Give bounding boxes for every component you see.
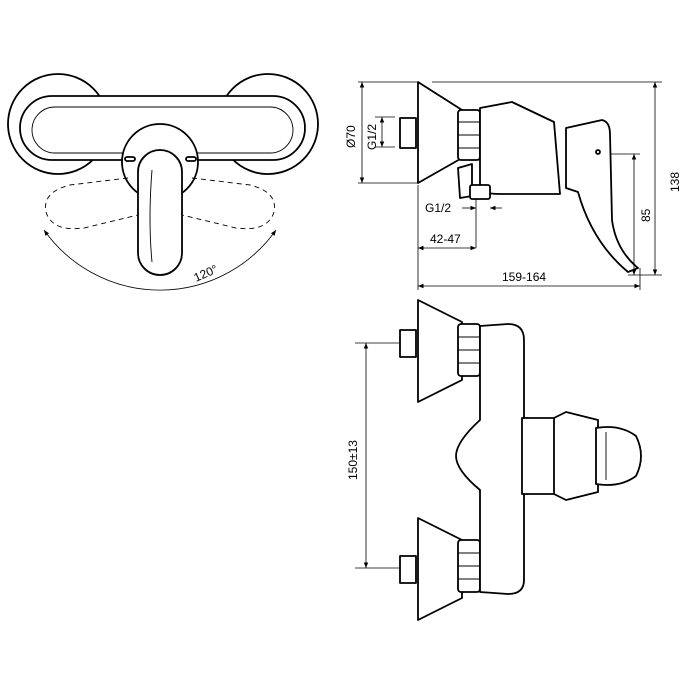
rotation-arc [43,229,277,291]
lever-side [565,119,639,273]
cold-mark [124,156,136,162]
upper-inlet-connector [399,329,417,358]
lower-rosette-cone [417,517,463,621]
outlet-thread [469,184,491,200]
lever-right-position [181,177,275,230]
side-view: Ø70 G1/2 G1/2 42-47 159-164 138 85 [344,81,682,290]
mixer-body-front [455,323,525,595]
lever-left-position [45,177,139,230]
lever-height-label: 85 [639,208,653,222]
depth-label: 159-164 [502,270,546,284]
diameter-label: Ø70 [344,125,358,148]
front-view: 150±13 [346,299,642,621]
spacing-label: 150±13 [346,440,360,480]
rosette-cone [417,81,463,184]
upper-rosette-cone [417,299,463,403]
offset-label: 42-47 [430,232,461,246]
top-view: 120° [7,73,319,291]
lever-front [595,426,642,486]
lever-pivot [595,149,601,155]
lever-shine [149,169,153,263]
thread-bottom-label: G1/2 [425,201,451,215]
rotation-angle-label: 120° [192,262,221,285]
thread-top-label: G1/2 [365,124,379,150]
lever-base [553,411,599,501]
hot-mark [185,156,197,162]
height-label: 138 [668,172,682,192]
lever-top [137,149,183,276]
cartridge-housing [521,417,557,495]
lower-inlet-connector [399,555,417,584]
mixer-body-side [479,101,561,195]
inlet-connector [399,117,417,149]
